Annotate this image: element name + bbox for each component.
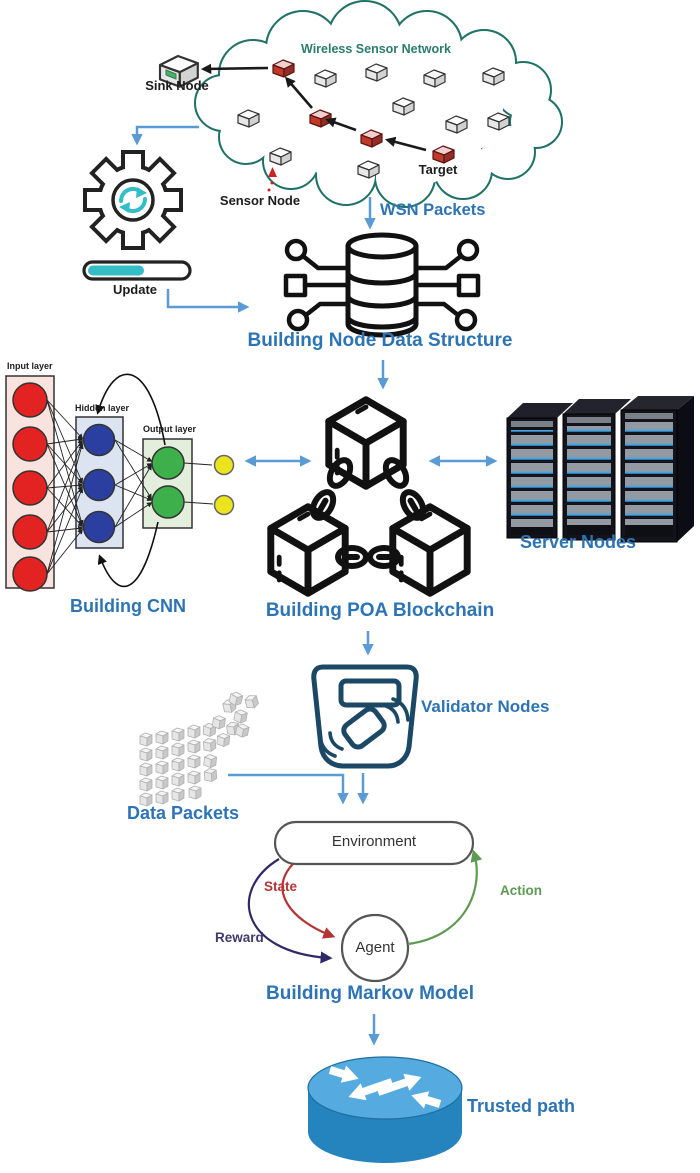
wsn-packets-label: WSN Packets (380, 201, 486, 219)
wsn-title: Wireless Sensor Network (301, 42, 451, 56)
data-packets-caption: Data Packets (126, 803, 240, 823)
state-arrow (281, 863, 336, 939)
cnn-output-dot (213, 454, 235, 476)
reward-label: Reward (215, 930, 264, 945)
output-layer-label: Output layer (143, 424, 197, 434)
input-layer-label: Input layer (7, 361, 53, 371)
target-label: Target (418, 162, 458, 177)
action-label: Action (500, 883, 542, 898)
connector-arrows (131, 125, 498, 1046)
agent-circle (340, 913, 410, 983)
neural-network-diagram (5, 373, 235, 592)
server-nodes-caption: Server Nodes (519, 532, 637, 552)
markov-loop-diagram (247, 820, 483, 983)
database-cluster-icon (283, 232, 481, 338)
hidden-layer-label: Hidden layer (75, 403, 130, 413)
environment-label: Environment (331, 833, 417, 850)
sync-icon (118, 186, 148, 214)
trusted-path-caption: Trusted path (467, 1096, 576, 1116)
update-label: Update (112, 282, 158, 297)
data-cubes-icon (139, 690, 260, 807)
agent-label: Agent (355, 939, 395, 956)
arrow-packets-to-markov (228, 773, 349, 805)
validator-icon (311, 664, 419, 769)
sink-node-icon (158, 54, 199, 88)
arrow-cloud-to-gear (131, 125, 199, 146)
environment-pill (273, 820, 475, 866)
router-icon (307, 1056, 463, 1163)
wsn-routing-arrows (200, 63, 427, 152)
wsn-cloud (194, 0, 563, 208)
building-markov-caption: Building Markov Model (266, 983, 474, 1004)
action-arrow (407, 849, 483, 946)
state-label: State (264, 879, 298, 894)
sink-node-label: Sink Node (145, 78, 209, 93)
server-racks-icon (506, 396, 694, 543)
gear-icon (83, 150, 183, 250)
building-poa-caption: Building POA Blockchain (265, 600, 495, 621)
chain-links (309, 457, 427, 569)
blockchain-icon (271, 400, 467, 593)
building-cnn-caption: Building CNN (70, 596, 186, 616)
sensor-node-label: Sensor Node (219, 193, 301, 208)
reward-arrow (247, 858, 333, 964)
node-data-structure-caption: Building Node Data Structure (247, 330, 513, 351)
cnn-output-dot (213, 494, 235, 516)
arrow-update-to-db (166, 289, 250, 313)
validator-nodes-caption: Validator Nodes (421, 697, 550, 716)
update-progress-bar (82, 260, 192, 281)
sensor-node-pointer (267, 167, 277, 192)
